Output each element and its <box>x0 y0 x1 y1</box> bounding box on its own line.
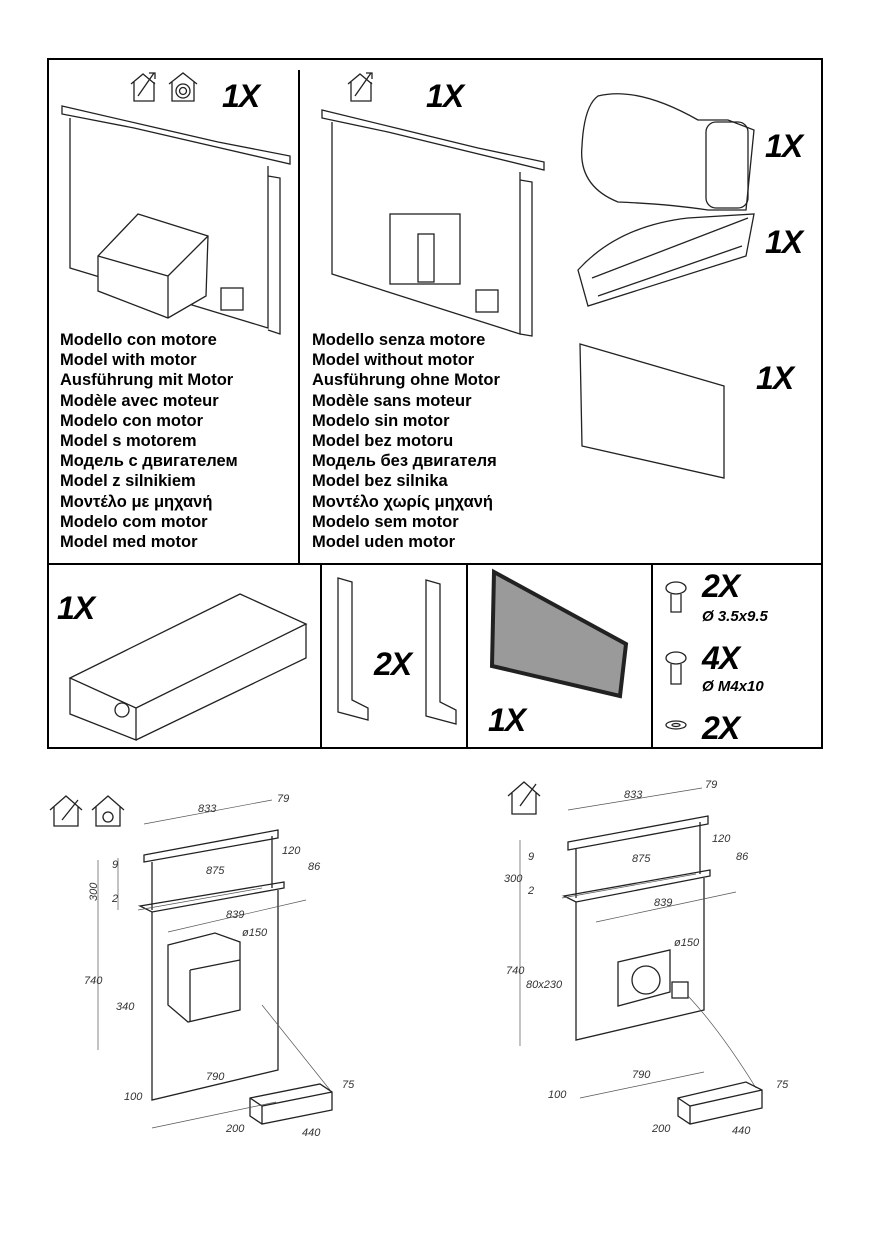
dim-340: 340 <box>116 1001 135 1013</box>
screw-m4-qty: 4X <box>702 640 740 676</box>
divider <box>298 70 300 563</box>
remote-motor-unit-illustration <box>68 593 308 741</box>
label: Model uden motor <box>312 533 455 552</box>
divider <box>47 563 823 565</box>
label: Ausführung mit Motor <box>60 371 234 390</box>
screws-washer-icons <box>665 581 687 730</box>
grease-filter-illustration <box>489 568 629 699</box>
label: Model bez motoru <box>312 432 454 451</box>
house-recirculation-icon <box>168 72 198 102</box>
label: Model s motorem <box>60 432 197 451</box>
divider <box>651 563 653 749</box>
dim-740: 740 <box>506 965 525 977</box>
house-exhaust-icon <box>347 72 373 102</box>
label: Modello con motore <box>60 331 217 349</box>
hood-without-motor-illustration <box>321 109 545 337</box>
dimension-drawing-without-motor: 833 79 120 86 9 875 300 2 839 ø150 740 8… <box>504 779 789 1137</box>
model-without-motor-labels: Modello senza motore Model without motor… <box>312 330 500 552</box>
flat-duct-qty: 1X <box>765 224 803 260</box>
mounting-brackets-illustration <box>337 577 457 725</box>
label: Model with motor <box>60 351 197 370</box>
label: Model z silnikiem <box>60 472 196 491</box>
dim-2: 2 <box>111 893 118 905</box>
dim-200: 200 <box>651 1123 671 1135</box>
motor-unit-qty: 1X <box>57 590 95 626</box>
dim-300: 300 <box>504 873 523 885</box>
dim-440: 440 <box>732 1125 751 1137</box>
dim-150: ø150 <box>674 937 700 949</box>
cover-panel-qty: 1X <box>756 360 794 396</box>
dim-790: 790 <box>206 1071 225 1083</box>
divider <box>320 563 322 749</box>
label: Model bez silnika <box>312 472 448 491</box>
label: Modelo con motor <box>60 411 203 430</box>
dim-740: 740 <box>84 975 103 987</box>
washer-qty: 2X <box>702 710 740 746</box>
model-without-motor-qty: 1X <box>426 78 464 114</box>
hood-with-motor-illustration <box>61 105 291 335</box>
dim-75: 75 <box>342 1079 355 1091</box>
screw-small-qty: 2X <box>702 568 740 604</box>
dimension-drawing-with-motor: 833 79 120 86 9 875 300 2 839 ø150 740 3… <box>49 793 355 1139</box>
label: Modèle avec moteur <box>60 391 219 410</box>
dim-875: 875 <box>632 853 651 865</box>
dim-833: 833 <box>198 803 217 815</box>
dim-875: 875 <box>206 865 225 877</box>
divider <box>466 563 468 749</box>
label: Modello senza motore <box>312 331 486 349</box>
dim-300: 300 <box>88 882 100 901</box>
dim-200: 200 <box>225 1123 245 1135</box>
dim-100: 100 <box>124 1091 143 1103</box>
dim-839: 839 <box>654 897 672 909</box>
label: Modelo sin motor <box>312 411 450 430</box>
screw-small-spec: Ø 3.5x9.5 <box>702 608 768 625</box>
screw-m4-spec: Ø M4x10 <box>702 678 764 695</box>
dim-790: 790 <box>632 1069 651 1081</box>
label: Model med motor <box>60 533 198 552</box>
brackets-qty: 2X <box>374 646 412 682</box>
label: Μοντέλο χωρίς μηχανή <box>312 492 493 511</box>
house-exhaust-icon <box>130 72 156 102</box>
dim-86: 86 <box>736 851 749 863</box>
dim-79: 79 <box>705 779 717 791</box>
label: Modelo com motor <box>60 512 208 531</box>
label: Modèle sans moteur <box>312 391 472 410</box>
dim-100: 100 <box>548 1089 567 1101</box>
label: Μοντέλο με μηχανή <box>60 492 213 511</box>
dim-75: 75 <box>776 1079 789 1091</box>
dim-9: 9 <box>528 851 534 863</box>
dim-150: ø150 <box>242 927 268 939</box>
dim-120: 120 <box>282 845 301 857</box>
label: Model without motor <box>312 351 475 370</box>
duct-adapter-qty: 1X <box>765 128 803 164</box>
label: Modelo sem motor <box>312 512 459 531</box>
dim-79: 79 <box>277 793 289 805</box>
duct-adapter-illustration <box>577 93 755 307</box>
parts-list-frame <box>47 58 823 749</box>
label: Модель с двигателем <box>60 452 238 471</box>
label: Модель без двигателя <box>312 452 497 471</box>
filter-qty: 1X <box>488 702 526 738</box>
model-with-motor-qty: 1X <box>222 78 260 114</box>
dim-839: 839 <box>226 909 244 921</box>
dim-9: 9 <box>112 859 118 871</box>
dim-440: 440 <box>302 1127 321 1139</box>
label: Ausführung ohne Motor <box>312 371 500 390</box>
dim-833: 833 <box>624 789 643 801</box>
cover-panel-illustration <box>579 343 725 479</box>
dim-86: 86 <box>308 861 321 873</box>
dim-120: 120 <box>712 833 731 845</box>
model-with-motor-labels: Modello con motore Model with motor Ausf… <box>60 330 238 552</box>
dim-80x230: 80x230 <box>526 979 563 991</box>
dim-2: 2 <box>527 885 534 897</box>
